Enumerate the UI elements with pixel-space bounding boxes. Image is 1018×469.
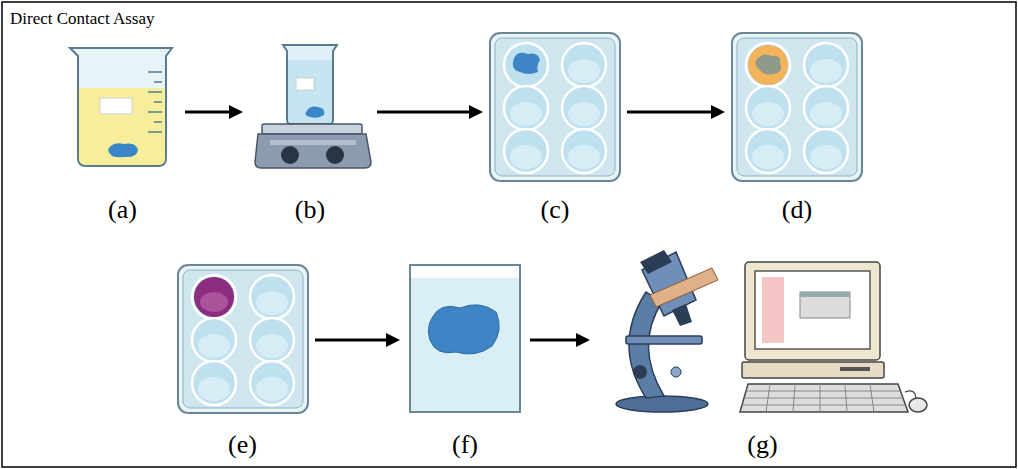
step-panel: (a): [65, 35, 180, 225]
arrow-head: [711, 105, 725, 119]
arrow-line: [377, 111, 471, 114]
arrow-line: [185, 111, 231, 114]
diagram-title: Direct Contact Assay: [10, 9, 154, 29]
arrow-line: [627, 111, 713, 114]
step-label: (g): [747, 430, 777, 460]
step-panel: (b): [248, 35, 372, 225]
flow-arrow: [315, 333, 400, 347]
step-panel: (d): [730, 35, 864, 225]
step-panel: (c): [488, 35, 622, 225]
arrow-line: [315, 339, 388, 342]
arrow-head: [469, 105, 483, 119]
step-panel: (e): [175, 255, 310, 460]
arrow-head: [386, 333, 400, 347]
step-panel: (g): [595, 255, 930, 460]
flow-arrow: [530, 333, 590, 347]
step-label: (b): [295, 195, 325, 225]
flow-arrow: [627, 105, 725, 119]
step-label: (f): [452, 430, 478, 460]
arrow-head: [229, 105, 243, 119]
step-label: (a): [108, 195, 137, 225]
flow-arrow: [377, 105, 483, 119]
step-label: (d): [782, 195, 812, 225]
arrow-head: [576, 333, 590, 347]
arrow-line: [530, 339, 578, 342]
step-panel: (f): [405, 255, 525, 460]
flow-arrow: [185, 105, 243, 119]
step-label: (e): [228, 430, 257, 460]
step-label: (c): [541, 195, 570, 225]
